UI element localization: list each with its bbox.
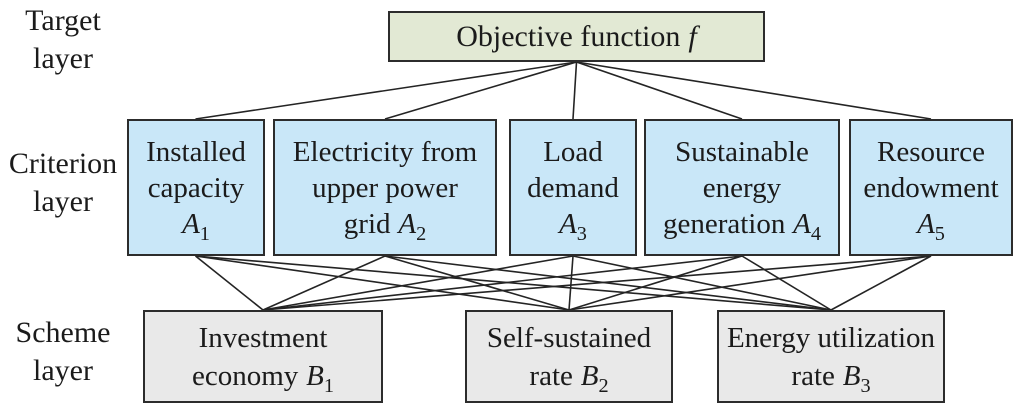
node-text-line: Electricity from: [292, 135, 478, 168]
edge: [830, 255, 932, 311]
edge: [568, 255, 932, 311]
criteria-to-schemes-edges: [195, 255, 932, 311]
criterion-node-a1: Installed capacity A1: [127, 119, 265, 256]
node-symbol: B: [842, 359, 861, 392]
node-subscript: 4: [810, 222, 822, 245]
node-subscript: 2: [598, 374, 609, 397]
target-layer-label: Target layer: [0, 2, 126, 78]
node-text-line: capacity: [147, 171, 245, 204]
node-text-line: upper power: [312, 171, 458, 204]
edge: [384, 61, 577, 120]
node-symbol-line: A1: [182, 206, 210, 245]
node-text: rate: [791, 359, 835, 392]
edge: [384, 255, 570, 311]
node-text-line: Self-sustained: [486, 321, 652, 354]
edge: [262, 255, 574, 311]
edge: [262, 255, 743, 311]
node-text: Objective function: [456, 19, 681, 53]
node-text: grid: [343, 207, 391, 240]
edge: [741, 255, 832, 311]
edge: [195, 255, 264, 311]
node-text-line: energy: [702, 171, 782, 204]
label-line: Target: [25, 4, 101, 37]
node-text-line: Energy utilization: [726, 321, 936, 354]
edge: [568, 255, 574, 311]
node-subscript: 1: [199, 222, 210, 245]
scheme-layer-label: Scheme layer: [0, 314, 126, 390]
criterion-node-a3: Load demand A3: [509, 119, 637, 256]
edge: [195, 61, 577, 120]
node-symbol: f: [688, 19, 697, 53]
criterion-node-a5: Resource endowment A5: [849, 119, 1013, 256]
node-text-line: Resource: [877, 135, 985, 168]
node-symbol: A: [182, 207, 200, 240]
node-subscript: 3: [860, 374, 871, 397]
node-symbol: A: [559, 207, 577, 240]
node-symbol: B: [306, 359, 324, 392]
node-text-line: demand: [527, 171, 619, 204]
edge: [262, 255, 386, 311]
node-symbol: B: [580, 359, 599, 392]
label-line: Scheme: [15, 316, 111, 349]
edge: [262, 255, 932, 311]
edge: [195, 255, 570, 311]
node-subscript: 2: [416, 222, 427, 245]
node-symbol: A: [917, 207, 935, 240]
criterion-layer-label: Criterion layer: [0, 145, 126, 221]
edge: [572, 61, 578, 120]
node-text-line: endowment: [863, 171, 999, 204]
node-symbol-line: A3: [559, 206, 587, 245]
label-line: layer: [33, 354, 93, 387]
node-symbol: A: [398, 207, 417, 240]
edge: [572, 255, 832, 311]
edge: [384, 255, 832, 311]
edge: [195, 255, 832, 311]
node-text-line: Investment: [198, 321, 328, 354]
node-text-line: Sustainable: [675, 135, 809, 168]
label-line: layer: [33, 42, 93, 75]
label-line: layer: [33, 185, 93, 218]
node-text: rate: [529, 359, 573, 392]
node-text: generation: [662, 207, 786, 240]
node-subscript: 3: [576, 222, 587, 245]
node-symbol: A: [793, 207, 811, 240]
objective-to-criteria-edges: [195, 61, 932, 120]
node-subscript: 5: [934, 222, 945, 245]
node-text-line: Load: [543, 135, 603, 168]
edge: [568, 255, 743, 311]
node-text: economy: [192, 359, 299, 392]
node-subscript: 1: [323, 374, 334, 397]
edge: [576, 61, 743, 120]
node-symbol-line: A5: [917, 206, 945, 245]
edge: [576, 61, 932, 120]
label-line: Criterion: [8, 147, 118, 180]
node-text-line: Installed: [146, 135, 246, 168]
